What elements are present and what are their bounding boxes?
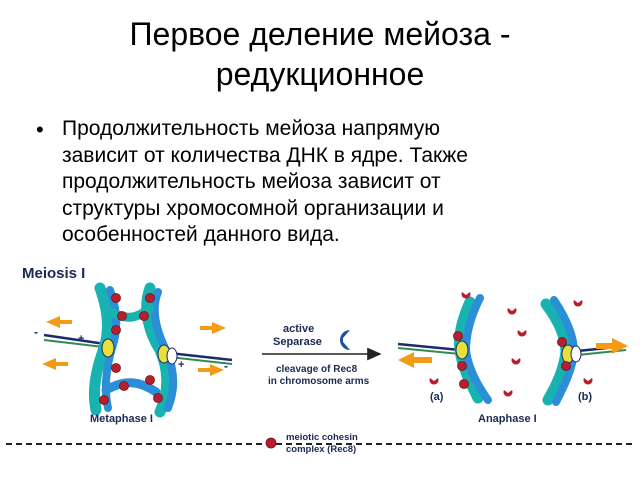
- kinetochore: [570, 345, 582, 363]
- separase-icon: [340, 330, 350, 350]
- pull-arrow-left: [42, 358, 68, 370]
- legend-cohesin-dot: [265, 437, 277, 449]
- slide-title: Первое деление мейоза - редукционное: [0, 14, 640, 94]
- minus-sign: -: [224, 359, 228, 373]
- enzyme-label-line-1: active: [283, 323, 314, 335]
- cohesin-dot: [117, 311, 127, 321]
- bullet-line-1: Продолжительность мейоза напрямую: [62, 117, 441, 140]
- bullet-line-4: структуры хромосомной организации и: [62, 196, 444, 220]
- cleaved-cohesin-icon: [461, 292, 471, 299]
- cohesin-dot: [145, 293, 155, 303]
- pull-arrow-right: [198, 364, 224, 376]
- bullet-dot: •: [36, 117, 44, 142]
- panel-a-label: (a): [430, 391, 444, 403]
- metaphase-bivalent: - + + -: [34, 282, 233, 418]
- cleaved-cohesin-icon: [511, 358, 521, 365]
- cleaved-cohesin-icon: [583, 378, 593, 385]
- anaphase-label: Anaphase I: [478, 413, 537, 425]
- meiosis-figure: Meiosis I: [6, 265, 632, 455]
- plus-sign: +: [78, 333, 84, 345]
- arrow-caption-line-2: in chromosome arms: [268, 376, 370, 387]
- pull-arrow-left: [46, 316, 72, 328]
- spindle-fiber: [397, 347, 461, 355]
- bullet-text: Продолжительность мейоза напрямую зависи…: [62, 116, 536, 249]
- title-line-2: редукционное: [215, 56, 425, 92]
- bullet-line-2: зависит от количества ДНК в ядре. Также: [62, 143, 468, 167]
- enzyme-label-line-2: Separase: [273, 336, 322, 348]
- plus-sign: +: [178, 359, 184, 371]
- anaphase-chromosomes: [397, 292, 628, 406]
- cohesin-dot: [119, 381, 129, 391]
- kinetochore: [455, 340, 469, 360]
- minus-sign: -: [34, 325, 38, 339]
- cohesin-dot: [139, 311, 149, 321]
- bullet-line-5: особенностей данного вида.: [62, 223, 340, 246]
- cleaved-cohesin-icon: [503, 390, 513, 397]
- cohesin-dot: [459, 379, 469, 389]
- bullet-line-3: продолжительность мейоза зависит от: [62, 170, 441, 193]
- pull-arrow-right: [200, 322, 226, 334]
- cohesin-dot: [111, 293, 121, 303]
- cohesin-dot: [557, 337, 567, 347]
- legend-line-1: meiotic cohesin: [286, 432, 358, 443]
- kinetochore: [166, 347, 178, 365]
- cohesin-dot: [453, 331, 463, 341]
- cleaved-cohesin-icon: [429, 378, 439, 385]
- legend-line-2: complex (Rec8): [286, 444, 356, 455]
- cohesin-dot: [111, 325, 121, 335]
- chiasma-arm: [103, 303, 155, 322]
- figure-heading: Meiosis I: [22, 265, 85, 282]
- cohesin-dot: [561, 361, 571, 371]
- arrow-caption-line-1: cleavage of Rec8: [276, 364, 358, 375]
- metaphase-label: Metaphase I: [90, 413, 153, 425]
- cohesin-dot: [457, 361, 467, 371]
- cohesin-dot: [145, 375, 155, 385]
- bullet-item: • Продолжительность мейоза напрямую зави…: [36, 116, 536, 249]
- kinetochore: [101, 338, 115, 358]
- pull-arrow-left: [398, 352, 432, 368]
- panel-b-label: (b): [578, 391, 592, 403]
- pull-arrow-right: [596, 338, 628, 354]
- cohesin-dot: [111, 363, 121, 373]
- chiasma-arm: [101, 378, 161, 397]
- title-line-1: Первое деление мейоза -: [129, 16, 511, 52]
- spindle-fiber: [397, 342, 461, 352]
- cleaved-cohesin-icon: [573, 300, 583, 307]
- cohesin-dot: [99, 395, 109, 405]
- cleaved-cohesin-icon: [507, 308, 517, 315]
- cohesin-dot: [153, 393, 163, 403]
- cleaved-cohesin-icon: [517, 330, 527, 337]
